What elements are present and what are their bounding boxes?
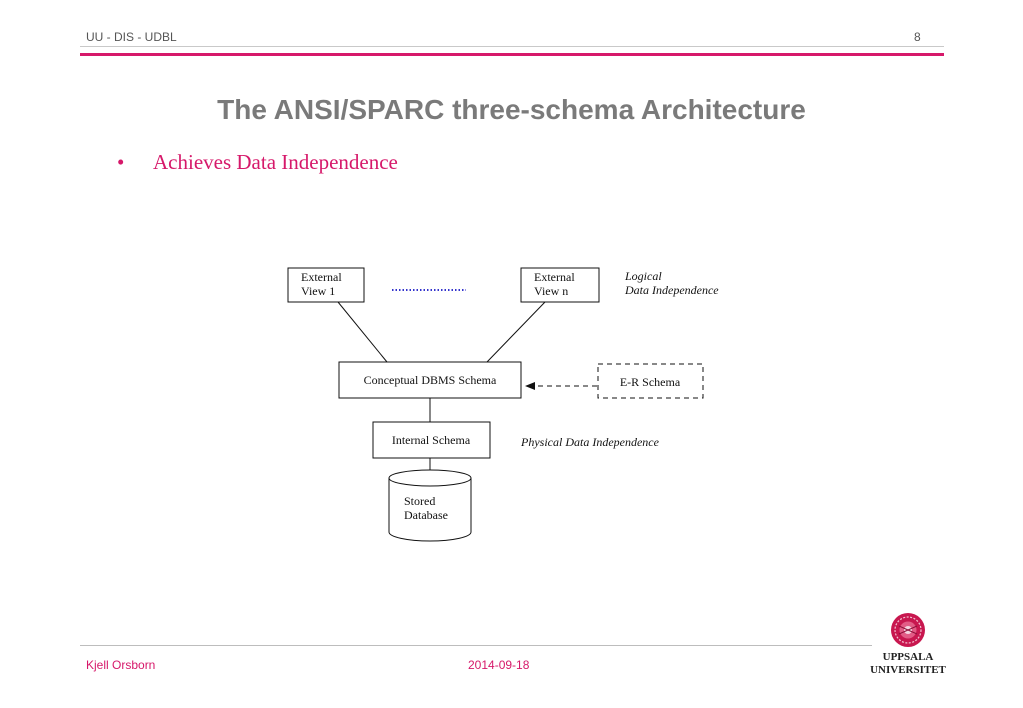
bullet-item: • Achieves Data Independence [117,150,398,175]
physical-note: Physical Data Independence [520,435,660,449]
logo-text-line1: UPPSALA [882,651,934,663]
bullet-dot: • [117,150,125,174]
bullet-text: Achieves Data Independence [153,150,398,174]
university-seal-icon [891,613,925,647]
connector-view1-conceptual [337,301,388,363]
external-view-n-line1: External [534,270,575,284]
internal-schema-box [372,421,491,459]
conceptual-schema-label: Conceptual DBMS Schema [364,373,497,387]
external-view-1-box [287,267,365,303]
external-view-n-box [520,267,600,303]
slide-title: The ANSI/SPARC three-schema Architecture [217,94,806,125]
er-arrow-head [525,382,535,390]
database-cylinder-icon [388,469,472,542]
logical-note-line2: Data Independence [624,283,719,297]
internal-schema-label: Internal Schema [392,433,471,447]
logical-note-line1: Logical [624,269,662,283]
external-view-1-line1: External [301,270,342,284]
logo-text-line2: UNIVERSITET [870,664,946,676]
header-label: UU - DIS - UDBL [86,30,177,44]
external-view-n-line2: View n [534,284,568,298]
footer-author: Kjell Orsborn [86,658,156,672]
header-accent-bar [80,53,944,56]
footer-divider [80,645,872,646]
er-schema-label: E-R Schema [620,375,681,389]
header-divider [80,46,944,47]
connector-viewn-conceptual [486,301,546,363]
er-schema-box [597,363,704,399]
page-number: 8 [914,30,921,44]
database-label-line2: Database [404,508,448,522]
database-label-line1: Stored [404,494,435,508]
footer-date: 2014-09-18 [468,658,530,672]
external-view-1-line2: View 1 [301,284,335,298]
